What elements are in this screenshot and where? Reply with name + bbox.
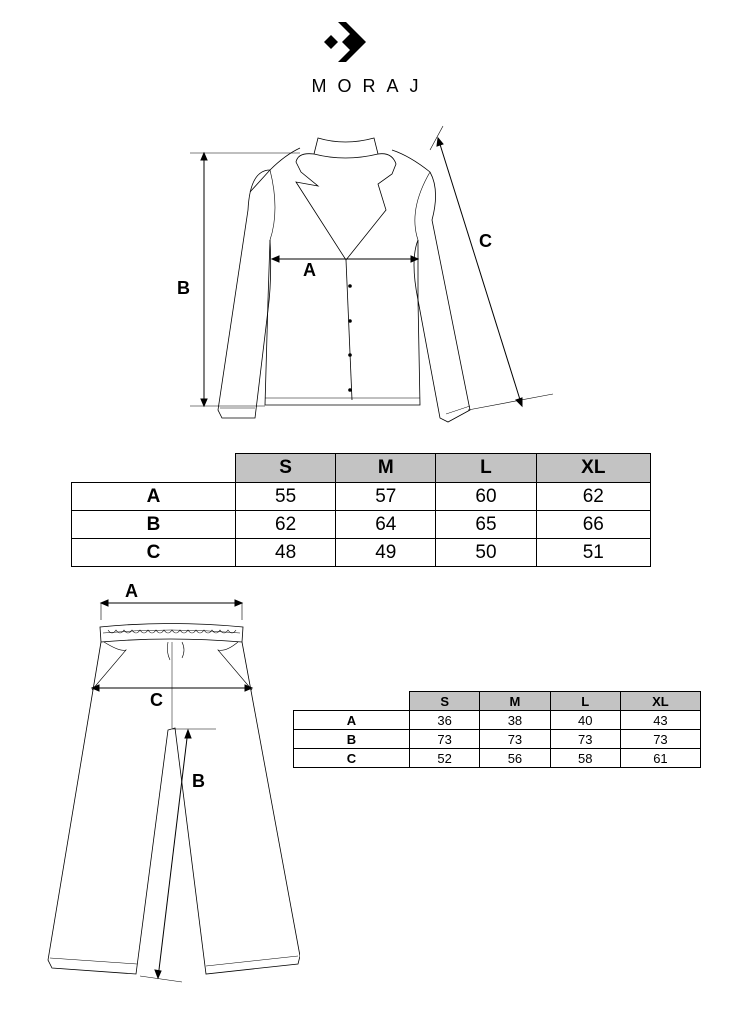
shirt-label-c: C xyxy=(479,231,492,251)
table-cell: 56 xyxy=(479,748,551,768)
pants-label-b: B xyxy=(192,771,205,791)
shirt-measure-c-line xyxy=(437,137,523,407)
brand-name: MORAJ xyxy=(311,76,430,96)
shirt-size-header: M xyxy=(335,453,437,483)
table-cell: 62 xyxy=(535,482,652,511)
row-label: C xyxy=(293,748,410,768)
row-label: C xyxy=(71,538,236,567)
shirt-size-table: S M L XL A 55 57 60 62 B 62 64 65 66 C 4… xyxy=(71,453,652,567)
table-row: C 48 49 50 51 xyxy=(71,538,652,567)
row-label: A xyxy=(71,482,236,511)
row-label: A xyxy=(293,710,410,730)
table-row: A 36 38 40 43 xyxy=(293,710,702,730)
shirt-diagram: A B C xyxy=(177,125,554,423)
table-cell: 48 xyxy=(234,538,337,567)
table-cell: 43 xyxy=(619,710,702,730)
pants-size-header: M xyxy=(479,691,551,711)
pants-diagram: A C B xyxy=(47,581,300,983)
shirt-table-header-row: S M L XL xyxy=(71,453,652,483)
moraj-logo-icon xyxy=(324,22,366,62)
pants-right-pocket xyxy=(217,641,253,691)
shirt-size-header: L xyxy=(435,453,537,483)
table-cell: 57 xyxy=(335,482,437,511)
pants-elastic-gathers xyxy=(107,629,237,634)
table-cell: 65 xyxy=(435,510,537,539)
pants-left-pocket xyxy=(91,641,127,691)
shirt-buttons xyxy=(348,284,352,392)
shirt-left-sleeve xyxy=(217,169,272,419)
table-cell: 64 xyxy=(335,510,437,539)
table-cell: 50 xyxy=(435,538,537,567)
pants-size-header: L xyxy=(549,691,621,711)
table-cell: 62 xyxy=(234,510,337,539)
table-cell: 73 xyxy=(408,729,481,749)
shirt-size-header: S xyxy=(234,453,337,483)
table-cell: 36 xyxy=(408,710,481,730)
table-cell: 60 xyxy=(435,482,537,511)
table-cell: 40 xyxy=(549,710,621,730)
table-cell: 52 xyxy=(408,748,481,768)
table-cell: 58 xyxy=(549,748,621,768)
table-cell: 73 xyxy=(479,729,551,749)
pants-size-table: S M L XL A 36 38 40 43 B 73 73 73 73 C 5… xyxy=(293,691,702,768)
pants-table-corner xyxy=(293,691,410,711)
table-cell: 49 xyxy=(335,538,437,567)
table-cell: 73 xyxy=(549,729,621,749)
table-row: C 52 56 58 61 xyxy=(293,748,702,768)
shirt-table-corner xyxy=(71,453,236,483)
table-cell: 61 xyxy=(619,748,702,768)
pants-outline xyxy=(47,641,300,975)
pants-measure-b-line xyxy=(157,729,189,979)
shirt-label-a: A xyxy=(303,260,316,280)
shirt-size-header: XL xyxy=(535,453,652,483)
table-row: A 55 57 60 62 xyxy=(71,482,652,511)
shirt-right-sleeve xyxy=(413,171,471,423)
table-cell: 73 xyxy=(619,729,702,749)
shirt-lapel xyxy=(295,153,397,261)
pants-size-header: S xyxy=(408,691,481,711)
table-row: B 62 64 65 66 xyxy=(71,510,652,539)
shirt-left-shoulder xyxy=(249,147,301,193)
table-cell: 66 xyxy=(535,510,652,539)
pants-table-header-row: S M L XL xyxy=(293,691,702,711)
shirt-placket xyxy=(345,259,353,401)
table-row: B 73 73 73 73 xyxy=(293,729,702,749)
row-label: B xyxy=(293,729,410,749)
row-label: B xyxy=(71,510,236,539)
table-cell: 55 xyxy=(234,482,337,511)
table-cell: 38 xyxy=(479,710,551,730)
shirt-body-outline xyxy=(264,239,421,406)
table-cell: 51 xyxy=(535,538,652,567)
pants-size-header: XL xyxy=(619,691,702,711)
shirt-right-shoulder xyxy=(391,149,431,173)
pants-label-a: A xyxy=(125,581,138,601)
pants-label-c: C xyxy=(150,690,163,710)
shirt-collar xyxy=(313,137,379,159)
shirt-label-b: B xyxy=(177,278,190,298)
